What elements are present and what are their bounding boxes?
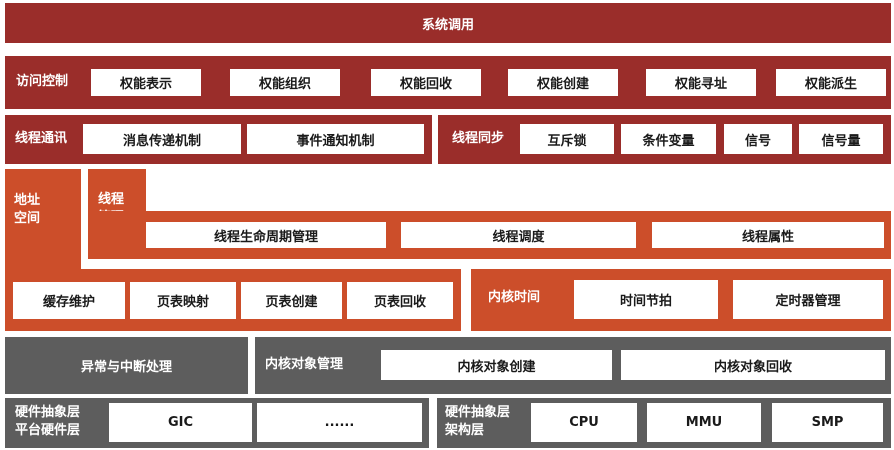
kernel-time-bar: 内核时间 时间节拍 定时器管理 <box>471 269 891 331</box>
hal-platform-bar: 硬件抽象层 平台硬件层 GIC ...... <box>5 398 429 448</box>
access-control-item: 权能回收 <box>371 69 481 96</box>
address-space-item: 页表创建 <box>241 282 342 319</box>
kernel-object-label: 内核对象管理 <box>265 357 344 372</box>
hal-arch-item: MMU <box>647 403 761 442</box>
hal-platform-item: GIC <box>109 403 252 442</box>
thread-comm-label: 线程通讯 <box>15 131 68 146</box>
thread-sync-item: 信号量 <box>799 124 883 154</box>
thread-sync-item: 互斥锁 <box>520 124 614 154</box>
address-space-item: 缓存维护 <box>13 282 125 319</box>
kernel-object-item: 内核对象回收 <box>621 350 885 380</box>
thread-mgmt-item: 线程生命周期管理 <box>146 222 386 248</box>
thread-sync-label: 线程同步 <box>452 131 505 146</box>
thread-mgmt-item: 线程调度 <box>401 222 636 248</box>
exception-bar: 异常与中断处理 <box>5 337 248 394</box>
system-call-bar: 系统调用 <box>5 3 891 43</box>
access-control-item: 权能寻址 <box>646 69 756 96</box>
hal-arch-label-line1: 硬件抽象层 <box>445 405 511 420</box>
hal-arch-item: SMP <box>772 403 883 442</box>
kernel-object-item: 内核对象创建 <box>381 350 612 380</box>
hal-platform-label-line1: 硬件抽象层 <box>15 405 81 420</box>
thread-mgmt-bar: 线程生命周期管理 线程调度 线程属性 <box>88 211 891 259</box>
access-control-item: 权能创建 <box>508 69 618 96</box>
address-space-bar: 缓存维护 页表映射 页表创建 页表回收 <box>5 269 461 331</box>
hal-arch-label-line2: 架构层 <box>445 423 485 438</box>
kernel-object-bar: 内核对象管理 内核对象创建 内核对象回收 <box>255 337 891 394</box>
address-space-label-line1: 地址 <box>14 193 41 208</box>
kernel-time-item: 时间节拍 <box>574 280 718 319</box>
address-space-item: 页表回收 <box>347 282 453 319</box>
thread-sync-bar: 线程同步 互斥锁 条件变量 信号 信号量 <box>438 115 891 164</box>
thread-comm-item: 消息传递机制 <box>83 124 241 154</box>
kernel-time-item: 定时器管理 <box>733 280 883 319</box>
hal-arch-bar: 硬件抽象层 架构层 CPU MMU SMP <box>437 398 891 448</box>
access-control-bar: 访问控制 权能表示 权能组织 权能回收 权能创建 权能寻址 权能派生 <box>5 56 891 109</box>
thread-mgmt-item: 线程属性 <box>652 222 884 248</box>
exception-label: 异常与中断处理 <box>80 360 172 375</box>
access-control-label: 访问控制 <box>16 74 69 89</box>
address-space-label-line2: 空间 <box>14 211 41 226</box>
access-control-item: 权能表示 <box>91 69 201 96</box>
system-call-label: 系统调用 <box>421 17 474 33</box>
thread-mgmt-label-line1: 线程 <box>98 192 125 207</box>
address-space-item: 页表映射 <box>130 282 236 319</box>
access-control-item: 权能派生 <box>776 69 886 96</box>
hal-platform-label-line2: 平台硬件层 <box>15 423 81 438</box>
kernel-time-label: 内核时间 <box>488 290 541 305</box>
thread-sync-item: 条件变量 <box>621 124 716 154</box>
hal-arch-item: CPU <box>531 403 637 442</box>
thread-comm-item: 事件通知机制 <box>247 124 424 154</box>
hal-platform-item: ...... <box>257 403 422 442</box>
thread-sync-item: 信号 <box>724 124 792 154</box>
thread-comm-bar: 线程通讯 消息传递机制 事件通知机制 <box>5 115 432 164</box>
access-control-item: 权能组织 <box>230 69 340 96</box>
